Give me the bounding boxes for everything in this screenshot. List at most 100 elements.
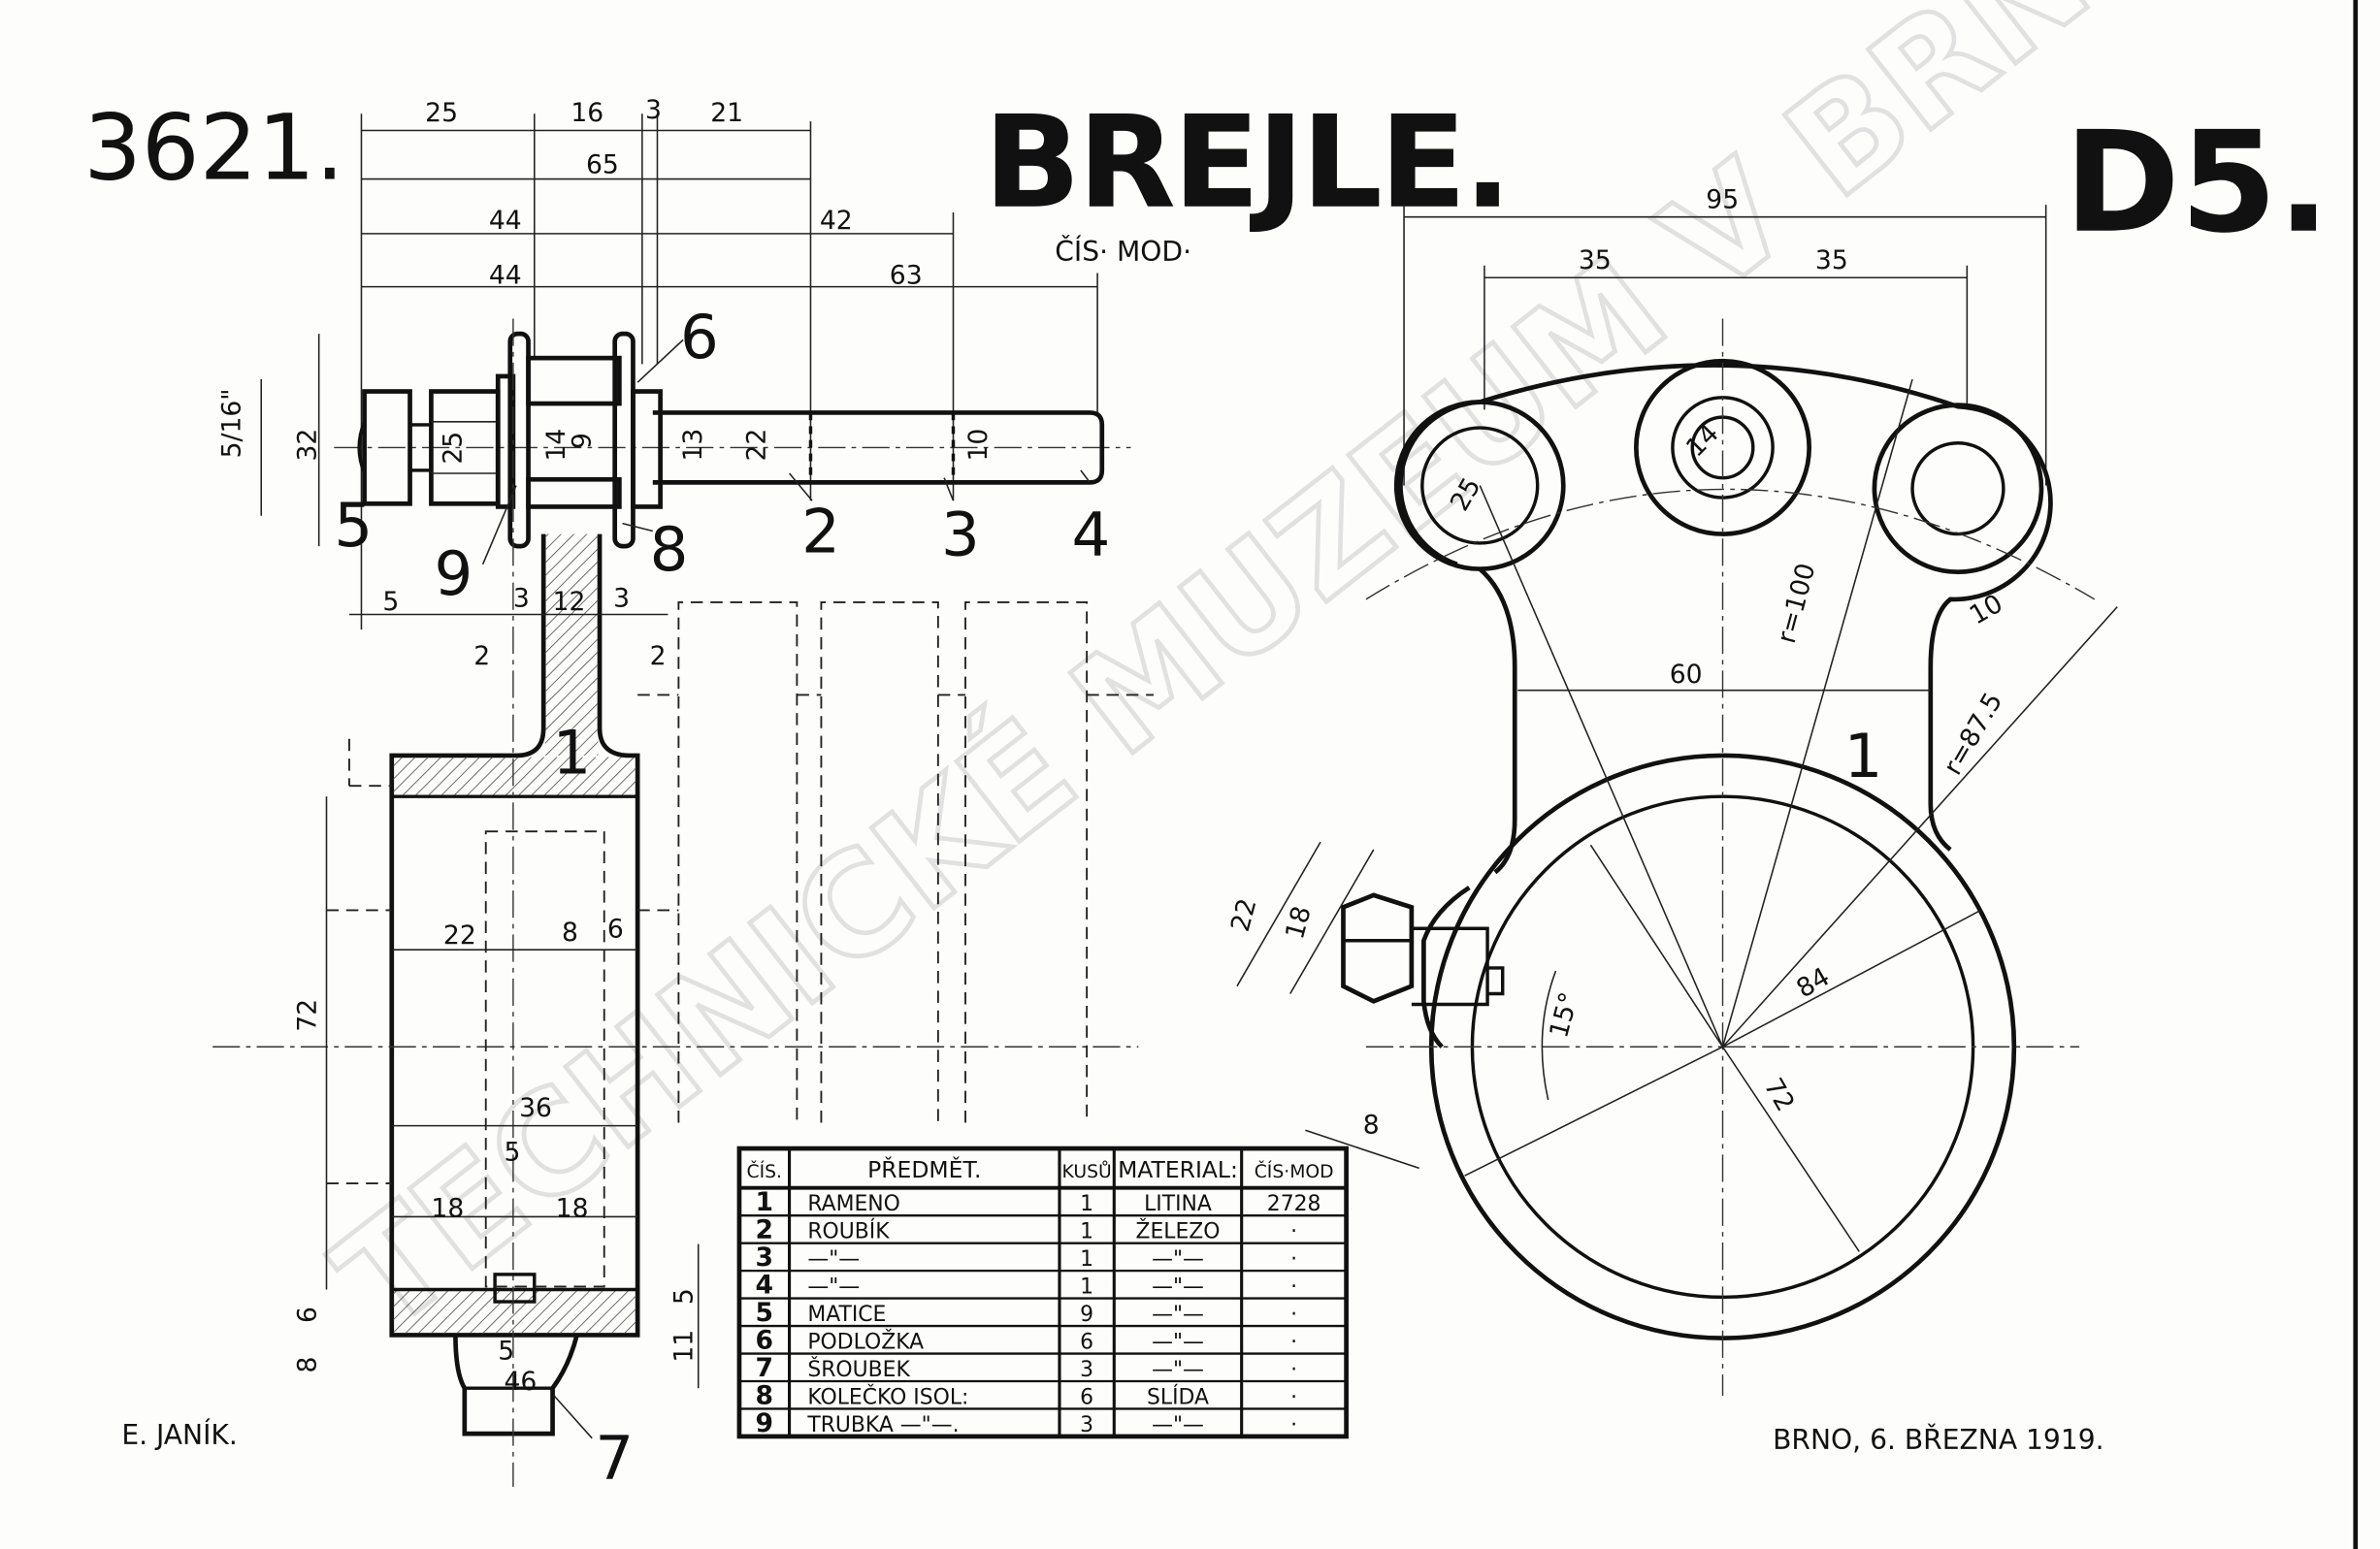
dim-label: 5 xyxy=(668,1288,699,1305)
table-header: PŘEDMĚT. xyxy=(867,1156,981,1183)
table-cell: 9 xyxy=(1080,1303,1093,1327)
table-cell: SLÍDA xyxy=(1147,1384,1209,1409)
table-cell: —"— xyxy=(1152,1275,1204,1300)
table-cell: 5 xyxy=(756,1298,774,1328)
dim-label: 11 xyxy=(668,1330,699,1363)
table-header: MATERIAL: xyxy=(1118,1156,1238,1183)
table-cell: · xyxy=(1290,1303,1297,1327)
part-callout-1-front: 1 xyxy=(1844,721,1883,791)
dim-label: 10 xyxy=(963,429,994,462)
dim-label: 5 xyxy=(382,587,399,617)
table-header: KUSŮ xyxy=(1062,1159,1112,1182)
table-cell: 2 xyxy=(756,1215,774,1245)
author: E. JANÍK. xyxy=(121,1418,237,1451)
table-cell: 1 xyxy=(1080,1220,1093,1244)
table-cell: 8 xyxy=(756,1380,774,1410)
drawing-title: BREJLE. xyxy=(984,88,1509,237)
table-cell: RAMENO xyxy=(807,1192,900,1216)
table-row: 5 MATICE 9 —"— · xyxy=(756,1298,1298,1328)
part-callout-5: 5 xyxy=(334,490,373,561)
table-cell: 3 xyxy=(1080,1358,1093,1382)
dim-label: 18 xyxy=(431,1193,464,1223)
dim-label: 18 xyxy=(556,1193,589,1223)
dim-label: 9 xyxy=(568,433,598,449)
dim-label: 22 xyxy=(443,920,476,951)
table-cell: · xyxy=(1290,1331,1297,1355)
table-header: ČÍS·MOD xyxy=(1255,1159,1334,1182)
dim-label: 35 xyxy=(1815,245,1848,275)
dim-label: 3 xyxy=(513,584,530,614)
dim-label: 21 xyxy=(710,98,743,128)
dim-label: 65 xyxy=(586,149,619,179)
table-cell: KOLEČKO ISOL: xyxy=(807,1384,968,1409)
table-cell: MATICE xyxy=(807,1303,886,1327)
dim-label: 3 xyxy=(613,584,630,614)
table-row: 4—"—1—"—· xyxy=(756,1271,1298,1301)
dim-label: 14 xyxy=(541,429,571,462)
table-cell: 1 xyxy=(756,1187,774,1217)
drawing-number: 3621. xyxy=(83,96,344,202)
dim-label: 63 xyxy=(890,260,923,290)
part-callout-7: 7 xyxy=(595,1423,634,1494)
dim-label: 25 xyxy=(425,98,458,128)
dim-label: 6 xyxy=(607,915,624,945)
table-cell: —"— xyxy=(1152,1303,1204,1327)
table-cell: 1 xyxy=(1080,1247,1093,1272)
table-cell: ŠROUBEK xyxy=(807,1357,910,1382)
table-cell: —"— xyxy=(1152,1358,1204,1382)
table-cell: —"— xyxy=(1152,1247,1204,1272)
table-cell: · xyxy=(1290,1220,1297,1244)
dim-label: 44 xyxy=(489,260,522,290)
dim-label: 3 xyxy=(645,95,662,125)
table-cell: 6 xyxy=(756,1326,774,1356)
dim-label: 8 xyxy=(293,1357,323,1373)
table-cell: 9 xyxy=(756,1408,774,1438)
part-callout-2: 2 xyxy=(801,496,840,566)
dim-label: 32 xyxy=(293,429,323,462)
table-cell: · xyxy=(1290,1358,1297,1382)
table-cell: 3 xyxy=(1080,1413,1093,1437)
table-cell: 4 xyxy=(756,1271,774,1301)
dim-label: 44 xyxy=(489,206,522,236)
table-cell: 3 xyxy=(756,1242,774,1273)
dim-label: 16 xyxy=(571,98,603,128)
table-cell: · xyxy=(1290,1247,1297,1272)
table-cell: —"— xyxy=(1152,1413,1204,1437)
part-callout-6: 6 xyxy=(680,302,719,372)
dim-label: 8 xyxy=(562,918,578,948)
table-border xyxy=(736,1146,1349,1439)
dim-label: 42 xyxy=(820,206,853,236)
dim-label: 35 xyxy=(1579,245,1612,275)
table-cell: —"— xyxy=(1152,1331,1204,1355)
table-cell: 6 xyxy=(1080,1385,1093,1409)
part-callout-1: 1 xyxy=(553,718,592,789)
dim-label: 6 xyxy=(293,1307,323,1323)
table-cell: 6 xyxy=(1080,1331,1093,1355)
table-cell: —"— xyxy=(807,1275,860,1300)
table-cell: · xyxy=(1290,1413,1297,1437)
table-cell: —"— xyxy=(807,1247,860,1272)
table-row: 1 RAMENO 1 LITINA 2728 xyxy=(756,1187,1321,1217)
place-date: BRNO, 6. BŘEZNA 1919. xyxy=(1773,1423,2103,1456)
dim-label: 13 xyxy=(678,429,708,462)
table-cell: LITINA xyxy=(1144,1192,1212,1216)
table-row: 8 KOLEČKO ISOL: 6 SLÍDA · xyxy=(756,1380,1298,1410)
dim-label: 95 xyxy=(1706,184,1739,214)
sheet-code: D5. xyxy=(2064,101,2330,264)
table-cell: ROUBÍK xyxy=(807,1219,890,1244)
dim-label: 8 xyxy=(1363,1110,1380,1140)
model-label: ČÍS· MOD· xyxy=(1055,235,1191,268)
dim-label: 5 xyxy=(505,1138,521,1168)
table-cell: 2728 xyxy=(1267,1192,1321,1216)
table-cell: ŽELEZO xyxy=(1135,1219,1220,1244)
dim-label: 25 xyxy=(439,432,469,465)
dim-label: 2 xyxy=(473,641,490,671)
table-cell: · xyxy=(1290,1385,1297,1409)
dim-label: 46 xyxy=(505,1367,538,1397)
part-callout-4: 4 xyxy=(1071,499,1110,569)
part-callout-8: 8 xyxy=(650,514,689,585)
table-cell: 1 xyxy=(1080,1192,1093,1216)
